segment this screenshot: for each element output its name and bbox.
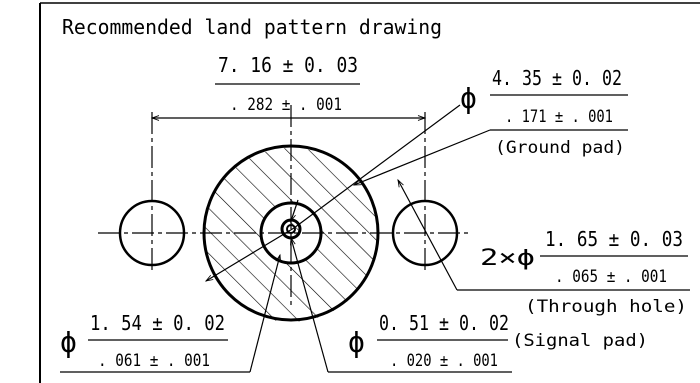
signal-pad <box>280 218 302 240</box>
through-hole-right <box>391 199 459 267</box>
inner-pad-imperial: . 061 ± . 001 <box>98 351 210 371</box>
ground-pad <box>202 144 380 323</box>
ground-pad-metric: 4. 35 ± 0. 02 <box>492 66 622 90</box>
pitch-imperial: . 282 ± . 001 <box>230 95 342 115</box>
signal-pad-metric: 0. 51 ± 0. 02 <box>379 311 509 335</box>
ground-pad-diameter-symbol: ϕ <box>460 82 477 115</box>
signal-pad-callout <box>290 199 512 373</box>
inner-pad-callout <box>60 253 282 373</box>
inner-pad-metric: 1. 54 ± 0. 02 <box>90 311 225 335</box>
pitch-metric: 7. 16 ± 0. 03 <box>218 53 358 77</box>
ground-pad-callout <box>204 94 628 282</box>
through-hole-callout <box>397 178 690 291</box>
inner-pad-diameter-symbol: ϕ <box>60 326 77 359</box>
through-hole-left <box>118 199 186 267</box>
inner-pad <box>259 201 323 265</box>
signal-pad-diameter-symbol: ϕ <box>348 326 365 359</box>
drawing-frame <box>39 2 700 383</box>
ground-pad-note: (Ground pad) <box>495 138 625 158</box>
through-hole-imperial: . 065 ± . 001 <box>555 267 667 287</box>
signal-pad-imperial: . 020 ± . 001 <box>390 351 498 371</box>
through-hole-metric: 1. 65 ± 0. 03 <box>545 227 683 251</box>
ground-pad-imperial: . 171 ± . 001 <box>505 107 613 127</box>
drawing-title: Recommended land pattern drawing <box>62 15 442 39</box>
through-hole-note: (Through hole) <box>525 297 687 317</box>
through-hole-symbol: 2×ϕ <box>480 246 535 271</box>
signal-pad-note: (Signal pad) <box>512 331 648 351</box>
pitch-dimension <box>150 83 427 121</box>
